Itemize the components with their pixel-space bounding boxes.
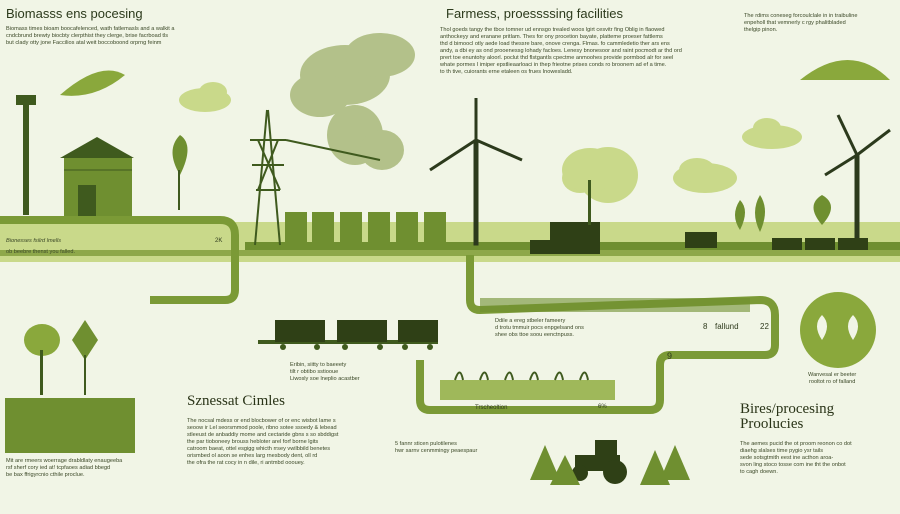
number-22: 22 [760,322,769,331]
header-left-body: Biomass times bioam boocafelenced, wath … [6,26,175,46]
bottom-center-body: 5 fannr sticen pulotilenes hwr sarnv cen… [395,441,478,454]
tree-icon [72,320,98,395]
header-right-body: The rdims coneseg forcoulclale in in tra… [744,13,858,33]
leaf-icon [60,70,125,96]
right-caption: Wanvesal er beeter rooltot ro of falland [808,372,857,385]
factory-icon [530,222,600,254]
forest-icon [530,445,690,485]
tree-icon [562,148,618,225]
leaf-icon [172,135,188,210]
number-8: 8 [703,322,708,331]
left-bottom-body: Mit are rmeers woerrage drabldlaty enaug… [6,458,123,478]
mid-section-body: The nocsal mdess or end blocbower of or … [187,418,339,466]
center-upper-body: Ddile a ereg stbeler fameery d trotu tmm… [495,318,584,338]
cloud-icon [179,82,802,203]
mid-section-heading: Sznessat Cimles [187,393,285,409]
leaf-icon [735,195,831,232]
barn-icon [60,137,134,218]
header-center-body: Thol goeds tangy the tbce tomner ud enns… [440,27,682,75]
number-9: 9 [667,351,673,361]
label-2k: 2K [215,238,223,244]
header-left-title: Biomasss ens pocesing [6,6,143,21]
header-center-title: Farmess, proessssing facilities [446,6,623,21]
center-train-body: Eribin, siitty to baeeety tilt r obtibo … [290,362,360,382]
crop-field [440,371,615,400]
tractor-icon [572,440,627,484]
water-tower-icon [16,95,36,215]
bottom-center-label: Trscheoltion [475,405,508,411]
wind-turbine-icon [824,114,891,246]
tree-icon [24,324,60,395]
train-icon [685,232,868,250]
hill-icon [800,60,890,80]
pipeline-dots [480,298,750,312]
crop-trays [285,212,446,247]
leaf-badge-icon [800,292,876,368]
train-icon [258,320,438,350]
reeds [5,398,135,453]
right-body: The aemes pucid the ot proom reonon co d… [740,441,852,475]
smoke-cloud-icon [290,33,415,170]
left-mid-body: ob beebre thenst you falled. [6,249,76,255]
wind-turbine-icon [429,98,523,246]
right-heading: Bires/procesing Proolucies [740,401,835,432]
label-fallund: fallund [715,322,739,331]
left-mid-title: Bionesses fsilrd lmells [6,238,62,244]
ground-line [0,250,900,256]
power-pylon-icon [250,109,381,246]
bottom-center-pct: 6% [598,404,607,410]
